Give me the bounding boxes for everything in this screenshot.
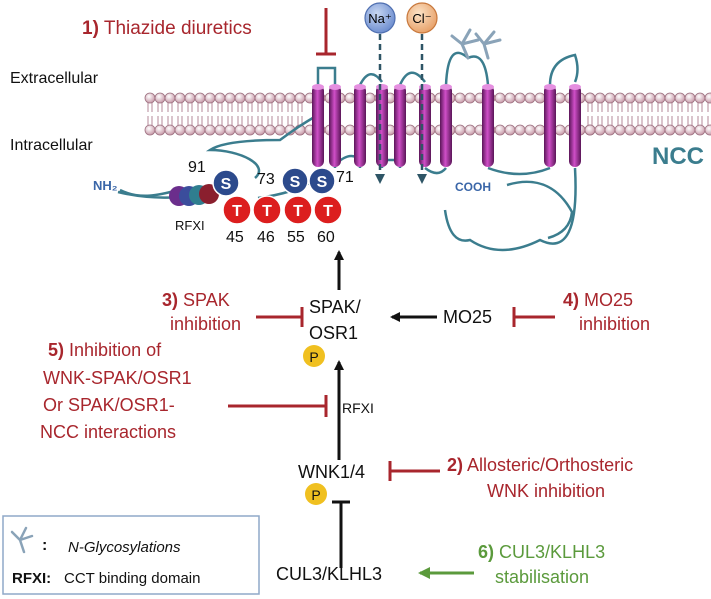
legend-rfxi-key: RFXI: <box>12 570 51 587</box>
spak-inhibition-symbol <box>256 307 304 327</box>
ncc-label: NCC <box>652 143 704 170</box>
site-55: 55 <box>287 229 305 246</box>
pathway-arrows <box>332 250 437 568</box>
site-91: 91 <box>188 159 206 176</box>
intervention-3-line2: inhibition <box>170 314 241 334</box>
mo25-node: MO25 <box>443 307 492 327</box>
rfxi-arrow-label: RFXI <box>342 400 374 416</box>
legend-glycosylation-text: N-Glycosylations <box>68 539 181 556</box>
legend-colon: : <box>42 537 47 554</box>
site-45: 45 <box>226 229 244 246</box>
svg-text:S: S <box>290 174 301 191</box>
helix-7 <box>440 85 452 167</box>
intervention-2-line1: 2) Allosteric/Orthosteric <box>447 455 633 475</box>
site-71: 71 <box>336 169 354 186</box>
extracellular-label: Extracellular <box>10 70 99 87</box>
legend-box: : N-Glycosylations RFXI: CCT binding dom… <box>2 515 260 595</box>
phospho-badge-wnk: P <box>305 483 327 505</box>
rfxi-domain <box>169 184 219 206</box>
osr1-node: OSR1 <box>309 323 358 343</box>
interaction-inhibition-symbol <box>228 395 328 417</box>
helix-3 <box>354 85 366 167</box>
site-60: 60 <box>317 229 335 246</box>
intervention-4-line2: inhibition <box>579 314 650 334</box>
helix-8 <box>482 85 494 167</box>
helix-2 <box>329 85 341 167</box>
intervention-5-line1: 5) Inhibition of <box>48 340 162 360</box>
helix-top-1 <box>312 84 324 90</box>
legend-rfxi-text: CCT binding domain <box>64 570 200 587</box>
legend-glycosylation-icon <box>10 526 34 554</box>
threonine-sites: T T T T <box>222 195 343 225</box>
wnk-inhibition-symbol <box>388 461 440 481</box>
svg-text:P: P <box>311 487 320 503</box>
svg-text:T: T <box>323 203 333 220</box>
helix-10 <box>569 85 581 167</box>
serine-sites: S S S <box>212 167 336 197</box>
intervention-2-line2: WNK inhibition <box>487 481 605 501</box>
svg-text:Cl⁻: Cl⁻ <box>412 11 431 26</box>
svg-text:T: T <box>262 203 272 220</box>
ncc-chain-c-terminal <box>506 180 574 240</box>
intervention-5-line2: WNK-SPAK/OSR1 <box>43 368 192 388</box>
helix-4 <box>376 85 388 167</box>
ncc-protein <box>117 51 581 252</box>
helix-top-9 <box>544 84 556 90</box>
helix-top-5 <box>394 84 406 90</box>
intervention-5-line3: Or SPAK/OSR1- <box>43 395 175 415</box>
site-73: 73 <box>257 171 275 188</box>
glycosylation-icon <box>450 28 502 60</box>
intervention-6-line1: 6) CUL3/KLHL3 <box>478 542 605 562</box>
rfxi-domain-label: RFXI <box>175 218 205 233</box>
site-46: 46 <box>257 229 275 246</box>
helix-top-10 <box>569 84 581 90</box>
intervention-5-line4: NCC interactions <box>40 422 176 442</box>
intervention-1-label: 1) Thiazide diuretics <box>82 18 252 39</box>
thiazide-inhibition-symbol <box>316 8 336 56</box>
helix-top-4 <box>376 84 388 90</box>
svg-text:T: T <box>293 203 303 220</box>
svg-text:S: S <box>317 174 328 191</box>
svg-text:T: T <box>232 203 242 220</box>
cul3-node: CUL3/KLHL3 <box>276 564 382 584</box>
cooh-label: COOH <box>455 180 491 194</box>
helix-top-2 <box>329 84 341 90</box>
nh2-label: NH₂ <box>93 178 118 193</box>
intervention-3-line1: 3) SPAK <box>162 290 230 310</box>
wnk-node: WNK1/4 <box>298 462 365 482</box>
intracellular-label: Intracellular <box>10 137 93 154</box>
helix-top-8 <box>482 84 494 90</box>
phospho-badge-spak: P <box>303 345 325 367</box>
helix-top-7 <box>440 84 452 90</box>
helix-5 <box>394 85 406 167</box>
sodium-ion: Na⁺ <box>364 2 396 184</box>
helix-9 <box>544 85 556 167</box>
helix-1 <box>312 85 324 167</box>
helix-top-3 <box>354 84 366 90</box>
chloride-ion: Cl⁻ <box>406 2 438 184</box>
svg-text:P: P <box>309 349 318 365</box>
mo25-inhibition-symbol <box>512 307 555 327</box>
transmembrane-helices <box>312 84 581 167</box>
intervention-4-line1: 4) MO25 <box>563 290 633 310</box>
intervention-6-line2: stabilisation <box>495 567 589 587</box>
svg-text:S: S <box>221 176 232 193</box>
spak-node: SPAK/ <box>309 297 361 317</box>
svg-text:Na⁺: Na⁺ <box>368 11 391 26</box>
